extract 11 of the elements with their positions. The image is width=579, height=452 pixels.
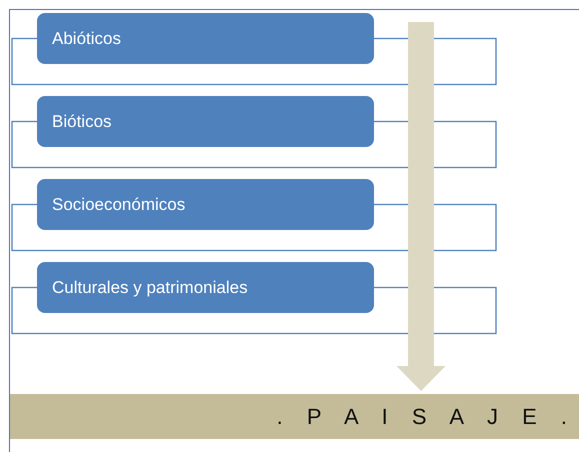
node-label: Bióticos (52, 112, 112, 132)
result-band (10, 394, 579, 439)
category-box (37, 13, 374, 64)
arrow (396, 22, 446, 391)
node-label: Socioeconómicos (52, 194, 186, 214)
category-box (37, 96, 374, 147)
category-box (37, 179, 374, 230)
node-label: Abióticos (52, 28, 121, 48)
node-label: Culturales y patrimoniales (52, 278, 248, 298)
category-box (37, 262, 374, 313)
node-label: . P A I S A J E . (276, 404, 571, 430)
